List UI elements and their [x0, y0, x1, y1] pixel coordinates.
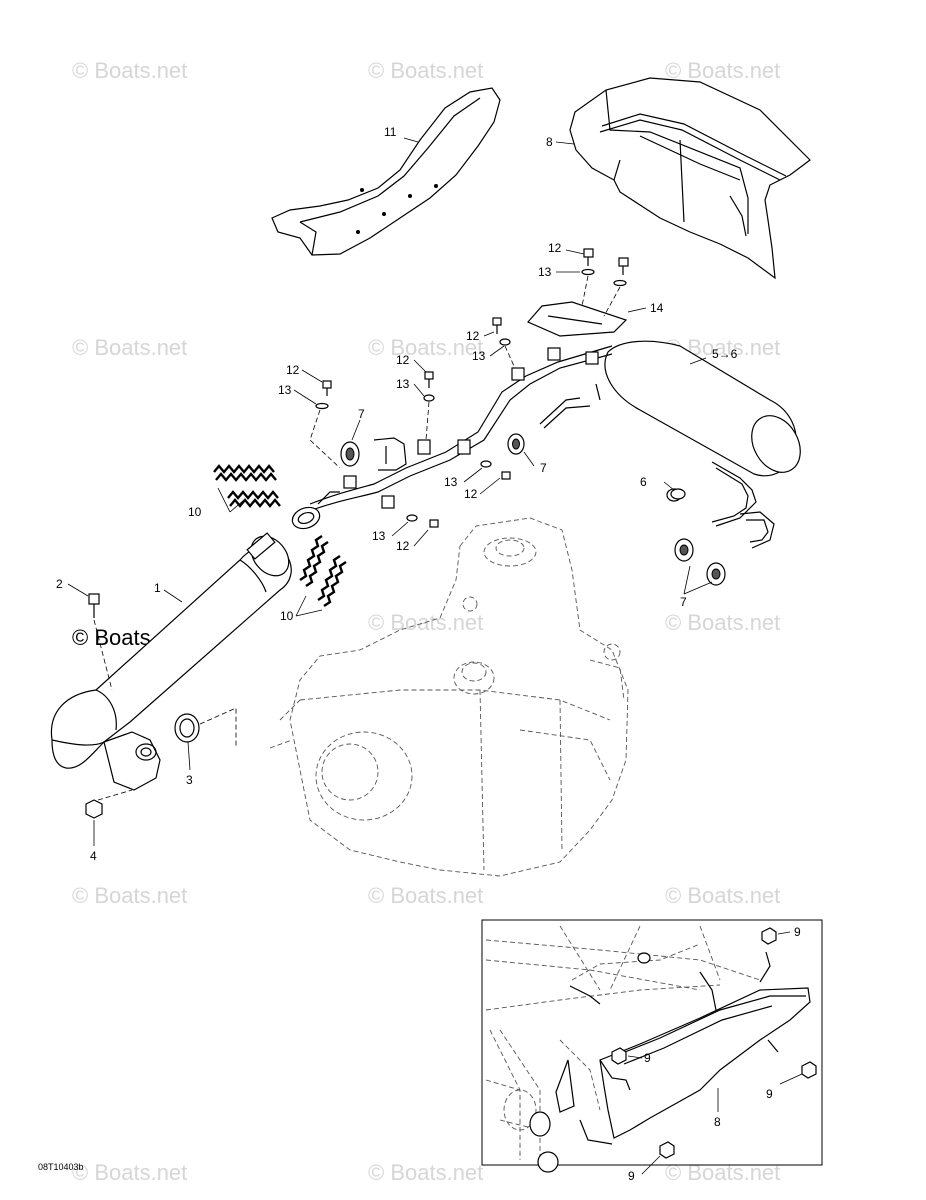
callout-7: 7 [680, 595, 687, 609]
callout-9: 9 [794, 925, 801, 939]
gasket-part-3 [174, 707, 237, 746]
callout-13: 13 [444, 475, 458, 489]
callout-1: 1 [154, 581, 161, 595]
callout-9: 9 [644, 1051, 651, 1065]
callout-13: 13 [396, 377, 410, 391]
callout-12: 12 [548, 241, 562, 255]
watermark: © Boats.net [665, 883, 780, 908]
exhaust-pipe-part-1 [50, 532, 292, 791]
callout-5-6: 5→6 [712, 347, 738, 361]
callout-14: 14 [650, 301, 664, 315]
fastener-group-top [581, 248, 629, 317]
callout-10: 10 [188, 505, 202, 519]
installed-view-inset [481, 919, 823, 1175]
heat-shield-part-11 [271, 87, 501, 256]
callout-labels: 11 8 12 13 14 12 13 5→6 12 13 12 13 7 7 … [56, 125, 801, 1183]
callout-6: 6 [640, 475, 647, 489]
watermark: © Boats.net [665, 610, 780, 635]
callout-11: 11 [384, 125, 397, 139]
outlet-flange [291, 491, 340, 530]
nut-part-4 [85, 789, 133, 819]
callout-8: 8 [714, 1115, 721, 1129]
callout-3: 3 [186, 773, 193, 787]
callout-13: 13 [472, 349, 486, 363]
callout-12: 12 [396, 539, 410, 553]
engine-outline [269, 517, 629, 877]
callout-10: 10 [280, 609, 294, 623]
fasteners-side [309, 317, 515, 528]
callout-12: 12 [464, 487, 478, 501]
callout-8: 8 [546, 135, 553, 149]
callout-2: 2 [56, 577, 63, 591]
watermark: © Boats.net [368, 883, 483, 908]
exhaust-tube [305, 345, 613, 513]
watermark: © Boats.net [72, 58, 187, 83]
callout-13: 13 [278, 383, 292, 397]
callout-12: 12 [396, 353, 410, 367]
callout-13: 13 [372, 529, 386, 543]
diagram-code: 08T10403b [38, 1162, 84, 1172]
callout-12: 12 [466, 329, 480, 343]
callout-9: 9 [766, 1087, 773, 1101]
mount-grommets [340, 347, 726, 586]
watermark: © Boats.net [368, 335, 483, 360]
watermark: © Boats.net [368, 58, 483, 83]
springs-part-10 [213, 464, 347, 607]
callout-7: 7 [358, 407, 365, 421]
watermarks: © Boats.net © Boats.net © Boats.net © Bo… [72, 58, 780, 1185]
muffler-part-5 [539, 340, 801, 549]
watermark: © Boats.net [368, 1160, 483, 1185]
callout-7: 7 [540, 461, 547, 475]
watermark: © Boats.net [72, 335, 187, 360]
leader-lines [67, 137, 713, 846]
callout-13: 13 [538, 265, 552, 279]
watermark: © Boats.net [72, 883, 187, 908]
heat-shield-part-8 [569, 77, 811, 280]
watermark: © Boats.net [72, 1160, 187, 1185]
callout-4: 4 [90, 849, 97, 863]
callout-12: 12 [286, 363, 300, 377]
callout-9: 9 [628, 1169, 635, 1183]
plug-part-6 [670, 488, 686, 500]
bracket-part-14 [527, 301, 628, 337]
bolt-part-2 [88, 593, 113, 691]
watermark: © Boats.net [665, 58, 780, 83]
